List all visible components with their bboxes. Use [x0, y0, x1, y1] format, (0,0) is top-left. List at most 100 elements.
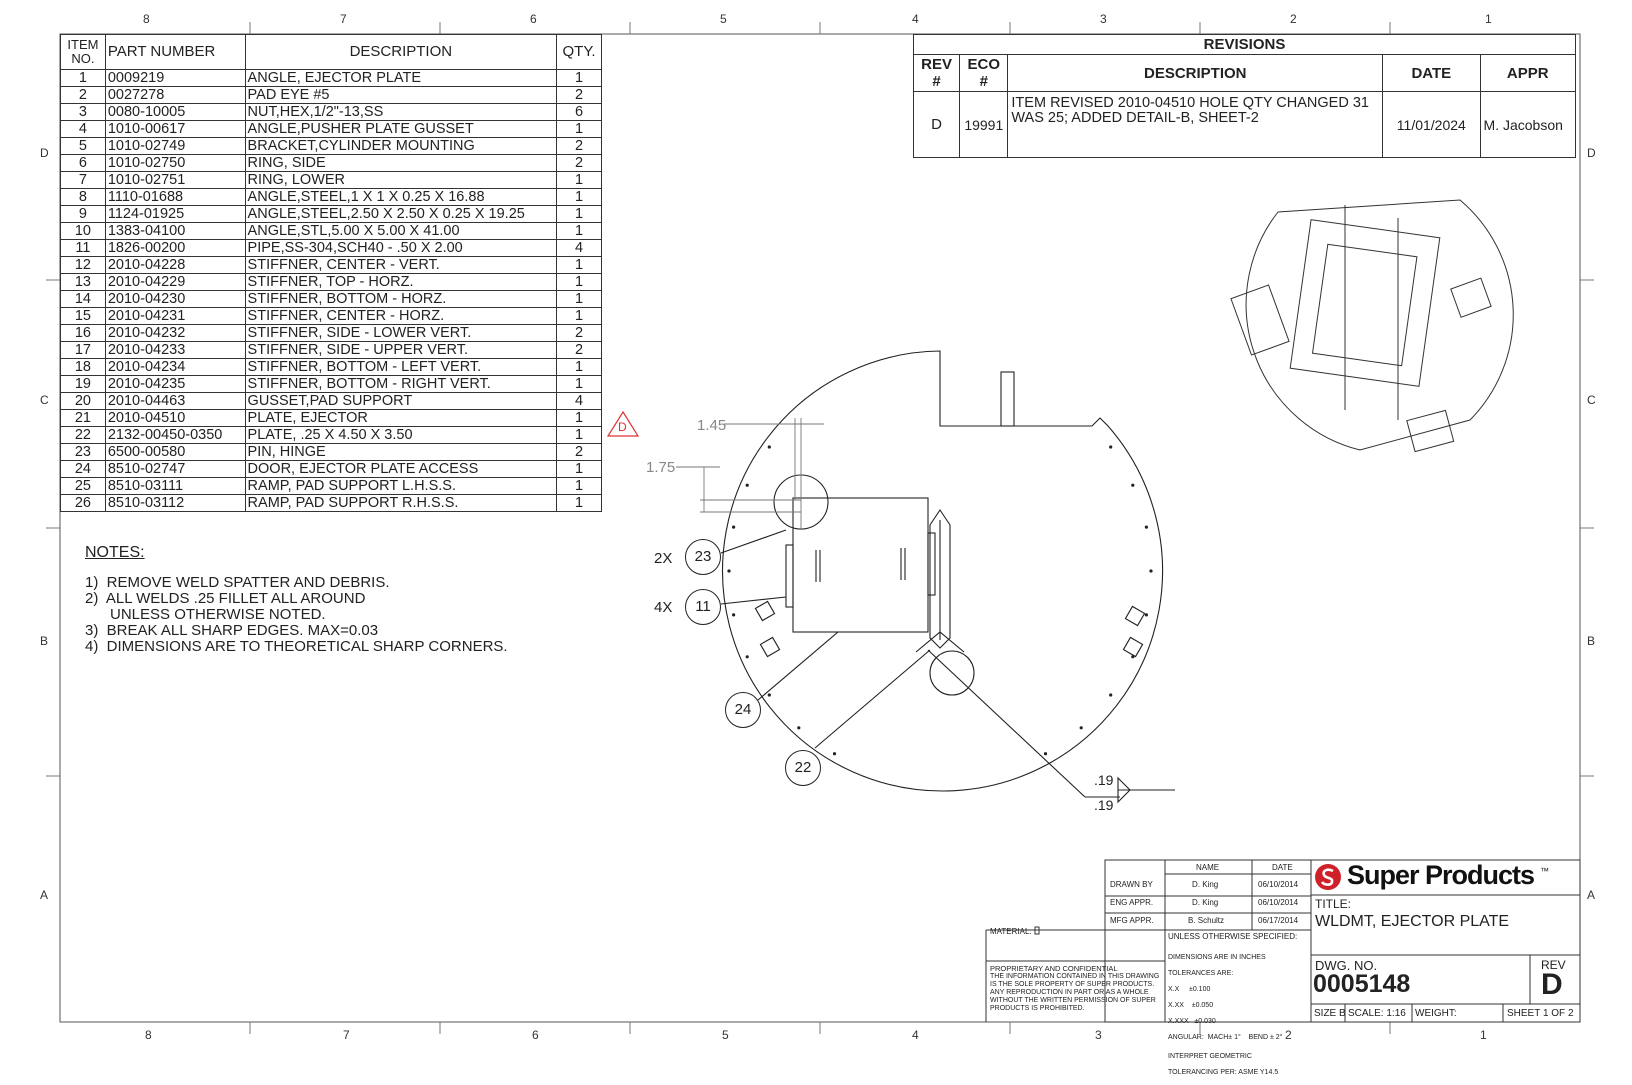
tb-name-header: NAME: [1196, 863, 1220, 872]
rev-header-appr: APPR: [1479, 54, 1577, 92]
tb-mfg-appr-label: MFG APPR.: [1110, 916, 1154, 925]
tb-dims: DIMENSIONS ARE IN INCHES: [1168, 954, 1266, 961]
bom-cell-item: 20: [60, 392, 106, 410]
note-line: 3) BREAK ALL SHARP EDGES. MAX=0.03: [85, 622, 379, 639]
bom-cell-desc: NUT,HEX,1/2"-13,SS: [244, 103, 558, 121]
tb-dwg-number: 0005148: [1313, 970, 1411, 998]
tb-drawn-date: 06/10/2014: [1258, 880, 1299, 889]
bom-cell-item: 21: [60, 409, 106, 427]
revision-flag-label: D: [618, 420, 627, 434]
bom-cell-part: 0027278: [104, 86, 246, 104]
bolt-hole: [1109, 445, 1113, 449]
zone-top-3: 3: [1100, 12, 1107, 26]
bolt-hole: [1043, 752, 1048, 756]
dimension-1-45: 1.45: [697, 417, 727, 434]
bolt-hole: [732, 525, 736, 529]
tb-dwg-label: DWG. NO.: [1315, 958, 1378, 973]
bom-cell-part: 0080-10005: [104, 103, 246, 121]
balloon-23: 23: [685, 539, 721, 575]
bom-cell-item: 17: [60, 341, 106, 359]
bom-cell-item: 15: [60, 307, 106, 325]
bom-cell-desc: ANGLE,STEEL,2.50 X 2.50 X 0.25 X 19.25: [244, 205, 558, 223]
bom-cell-desc: PAD EYE #5: [244, 86, 558, 104]
tb-drawn-name: D. King: [1192, 880, 1219, 889]
tb-weight: WEIGHT:: [1415, 1008, 1457, 1019]
tb-eng-appr-label: ENG APPR.: [1110, 898, 1154, 907]
zone-bottom-7: 7: [343, 1028, 350, 1042]
zone-left-c: C: [40, 393, 49, 407]
revisions-table: REVISIONS REV # ECO # DESCRIPTION DATE A…: [912, 34, 1577, 158]
zone-bottom-8: 8: [145, 1028, 152, 1042]
zone-bottom-4: 4: [912, 1028, 919, 1042]
balloon-22: 22: [785, 750, 821, 786]
bom-cell-part: 1010-00617: [104, 120, 246, 138]
tb-rev-label: REV: [1541, 958, 1566, 972]
note-line: 2) ALL WELDS .25 FILLET ALL AROUND: [85, 590, 366, 607]
bom-cell-part: 1010-02751: [104, 171, 246, 189]
bolt-hole: [767, 693, 771, 697]
zone-right-c: C: [1587, 393, 1596, 407]
tb-size: SIZE B: [1314, 1008, 1346, 1019]
note-line: 1) REMOVE WELD SPATTER AND DEBRIS.: [85, 574, 390, 591]
zone-right-d: D: [1587, 146, 1596, 160]
bom-cell-desc: STIFFNER, CENTER - VERT.: [244, 256, 558, 274]
bom-cell-part: 2132-00450-0350: [104, 426, 246, 444]
tb-mfg-name: B. Schultz: [1188, 916, 1225, 925]
bom-cell-desc: RAMP, PAD SUPPORT R.H.S.S.: [244, 494, 558, 512]
tb-geo2: TOLERANCING PER: ASME Y14.5: [1168, 1069, 1279, 1076]
quantity-2x: 2X: [654, 550, 673, 567]
tb-eng-name: D. King: [1192, 898, 1219, 907]
zone-right-b: B: [1587, 634, 1596, 648]
bom-cell-part: 1010-02750: [104, 154, 246, 172]
tb-scale: SCALE: 1:16: [1348, 1008, 1406, 1019]
trademark: ™: [1540, 866, 1549, 876]
bolt-hole: [797, 726, 801, 730]
zone-right-a: A: [1587, 888, 1596, 902]
zone-bottom-6: 6: [532, 1028, 539, 1042]
bom-cell-desc: STIFFNER, BOTTOM - HORZ.: [244, 290, 558, 308]
tb-proprietary: PROPRIETARY AND CONFIDENTIAL THE INFORMA…: [990, 965, 1162, 1013]
bom-cell-item: 26: [60, 494, 106, 512]
zone-bottom-2: 2: [1285, 1028, 1292, 1042]
bolt-hole: [1109, 693, 1113, 697]
bolt-hole: [832, 752, 837, 756]
bom-cell-desc: PIPE,SS-304,SCH40 - .50 X 2.00: [244, 239, 558, 257]
bolt-hole: [745, 483, 749, 487]
notes-block: NOTES: 1) REMOVE WELD SPATTER AND DEBRIS…: [85, 545, 508, 655]
zone-top-1: 1: [1485, 12, 1492, 26]
tb-prop-text: THE INFORMATION CONTAINED IN THIS DRAWIN…: [990, 973, 1160, 1012]
tb-eng-date: 06/10/2014: [1258, 898, 1299, 907]
plate-outline: [721, 350, 1164, 792]
company-logo-icon: [1315, 864, 1341, 890]
tb-title: WLDMT, EJECTOR PLATE: [1315, 913, 1510, 930]
balloon-11: 11: [685, 589, 721, 625]
quantity-4x: 4X: [654, 599, 673, 616]
ejector-plate-drawing: [676, 199, 1514, 804]
tb-tol: TOLERANCES ARE:: [1168, 970, 1234, 977]
title-block-lines: [985, 859, 1581, 1023]
rev-approver: M. Jacobson: [1479, 91, 1577, 158]
tb-tol1: X.X ±0.100: [1168, 986, 1211, 993]
zone-left-b: B: [40, 634, 49, 648]
tb-tol2: X.XX ±0.050: [1168, 1002, 1214, 1009]
tb-angular: ANGULAR: MACH± 1° BEND ± 2°: [1168, 1034, 1283, 1041]
tb-tol3: X.XXX ±0.030: [1168, 1018, 1216, 1025]
tb-sheet: SHEET 1 OF 2: [1507, 1008, 1574, 1019]
dimension-1-75: 1.75: [646, 459, 676, 476]
weld-size-bottom: .19: [1094, 797, 1114, 813]
bolt-hole: [745, 655, 749, 659]
isometric-view: [1230, 199, 1514, 453]
bom-cell-qty: 1: [556, 222, 602, 240]
